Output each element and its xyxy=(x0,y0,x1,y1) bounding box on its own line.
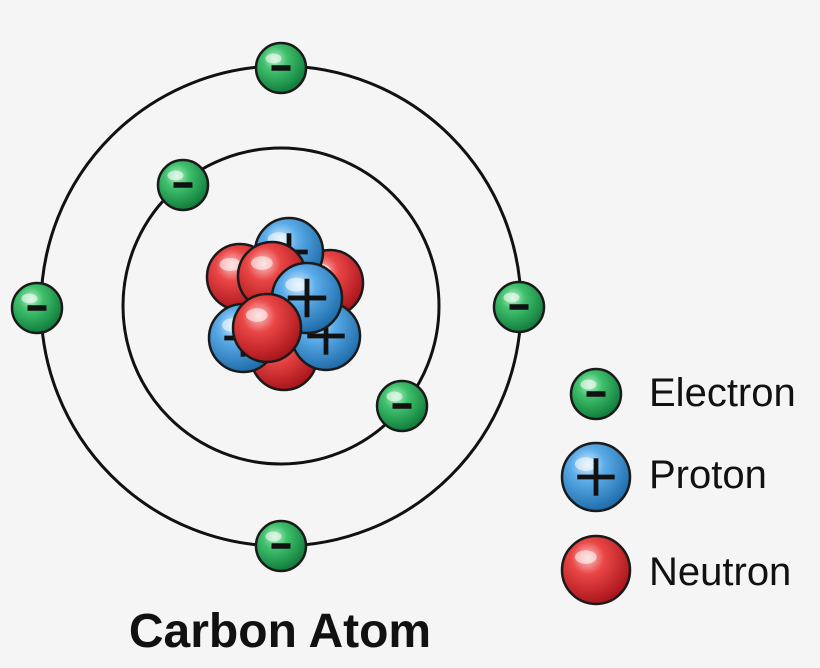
nucleus-neutron xyxy=(231,292,303,364)
legend-electron-label: Electron xyxy=(649,371,796,415)
inner-shell-electron xyxy=(375,379,429,433)
outer-shell-electron xyxy=(492,280,546,334)
minus-sign-icon xyxy=(509,304,529,310)
outer-shell-electron xyxy=(254,519,308,573)
diagram-title: Carbon Atom xyxy=(128,605,432,658)
legend-neutron-icon xyxy=(560,534,632,606)
minus-sign-icon xyxy=(586,391,606,397)
legend-electron-icon xyxy=(569,367,623,421)
legend xyxy=(560,367,632,606)
nucleus xyxy=(205,216,365,392)
outer-shell-electron xyxy=(254,41,308,95)
plus-sign-icon xyxy=(307,317,345,355)
plus-sign-icon xyxy=(577,458,615,496)
legend-proton-label: Proton xyxy=(649,453,767,497)
minus-sign-icon xyxy=(271,543,291,549)
electrons xyxy=(10,41,546,573)
inner-orbit xyxy=(121,146,441,466)
minus-sign-icon xyxy=(271,65,291,71)
outer-shell-electron xyxy=(10,281,64,335)
minus-sign-icon xyxy=(173,182,193,188)
minus-sign-icon xyxy=(27,305,47,311)
legend-proton-icon xyxy=(560,441,632,513)
minus-sign-icon xyxy=(392,403,412,409)
inner-shell-electron xyxy=(156,158,210,212)
plus-sign-icon xyxy=(287,278,327,318)
legend-neutron-label: Neutron xyxy=(649,550,792,594)
